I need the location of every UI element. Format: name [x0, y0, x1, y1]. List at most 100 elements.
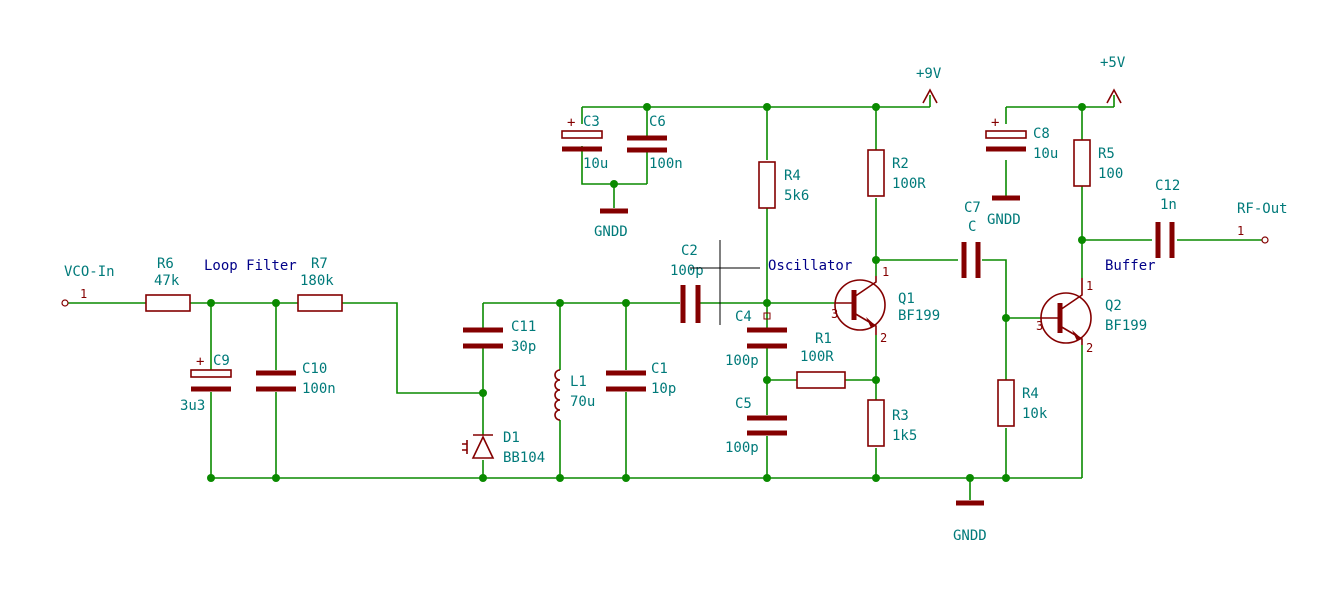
c4-value: 100p — [725, 353, 759, 369]
c2-value: 100p — [670, 263, 704, 279]
capacitor-c5: C5 100p — [725, 396, 787, 456]
c2-ref: C2 — [681, 243, 698, 259]
port-vco-in: 1 VCO-In — [61, 264, 115, 307]
r5-ref: R5 — [1098, 146, 1115, 162]
r1-value: 100R — [800, 349, 834, 365]
capacitor-c8: + C8 10u — [985, 115, 1058, 162]
r6-value: 47k — [154, 273, 180, 289]
capacitor-c3: + C3 10u — [561, 114, 608, 172]
c12-value: 1n — [1160, 197, 1177, 213]
c9-value: 3u3 — [180, 398, 205, 414]
svg-text:+: + — [196, 354, 204, 370]
svg-text:+: + — [991, 115, 999, 131]
q1-ref: Q1 — [898, 291, 915, 307]
c6-ref: C6 — [649, 114, 666, 130]
rf-out-label: RF-Out — [1237, 201, 1288, 217]
r3-value: 1k5 — [892, 428, 917, 444]
d1-ref: D1 — [503, 430, 520, 446]
wires — [68, 95, 1262, 500]
resistor-r4-10k: R4 10k — [997, 379, 1048, 427]
svg-text:1: 1 — [882, 265, 889, 279]
resistor-r4-5k6: R4 5k6 — [758, 161, 809, 209]
svg-text:+: + — [567, 115, 575, 131]
c5-ref: C5 — [735, 396, 752, 412]
resistor-r5: R5 100 — [1073, 139, 1123, 187]
c8-ref: C8 — [1033, 126, 1050, 142]
capacitor-c1: C1 10p — [606, 361, 676, 397]
svg-text:GNDD: GNDD — [953, 528, 987, 544]
r1-ref: R1 — [815, 331, 832, 347]
svg-text:GNDD: GNDD — [987, 212, 1021, 228]
svg-text:1: 1 — [1237, 224, 1244, 238]
transistor-q2: 1 2 3 Q2 BF199 — [1036, 278, 1147, 355]
c11-ref: C11 — [511, 319, 536, 335]
r4a-value: 5k6 — [784, 188, 809, 204]
ground-symbol-main: GNDD — [953, 500, 987, 544]
resistor-r3: R3 1k5 — [867, 399, 917, 447]
capacitor-c9: + C9 3u3 — [180, 353, 232, 414]
varactor-d1: D1 BB104 — [462, 430, 545, 466]
buffer-label: Buffer — [1105, 258, 1156, 274]
svg-text:1: 1 — [80, 287, 87, 301]
power-symbol-5v: +5V — [1100, 55, 1126, 104]
resistor-r7: R7 180k — [297, 256, 343, 312]
capacitor-c10: C10 100n — [256, 361, 336, 397]
resistor-r2: R2 100R — [867, 149, 926, 197]
capacitor-c4: C4 100p — [725, 309, 787, 369]
cursor-crosshair — [690, 240, 760, 325]
c7-value: C — [968, 219, 976, 235]
c7-ref: C7 — [964, 200, 981, 216]
resistor-r6: R6 47k — [145, 256, 191, 312]
svg-text:+5V: +5V — [1100, 55, 1126, 71]
r2-ref: R2 — [892, 156, 909, 172]
c10-ref: C10 — [302, 361, 327, 377]
q2-value: BF199 — [1105, 318, 1147, 334]
c12-ref: C12 — [1155, 178, 1180, 194]
c9-ref: C9 — [213, 353, 230, 369]
d1-value: BB104 — [503, 450, 545, 466]
power-symbol-9v: +9V — [916, 66, 942, 104]
r3-ref: R3 — [892, 408, 909, 424]
r4b-value: 10k — [1022, 406, 1048, 422]
c11-value: 30p — [511, 339, 536, 355]
svg-text:2: 2 — [880, 331, 887, 345]
capacitor-c6: C6 100n — [627, 114, 683, 172]
r4b-ref: R4 — [1022, 386, 1039, 402]
vco-in-label: VCO-In — [64, 264, 115, 280]
ground-symbol-c8: GNDD — [987, 195, 1021, 228]
r7-value: 180k — [300, 273, 334, 289]
c3-ref: C3 — [583, 114, 600, 130]
transistor-q1: 1 2 3 Q1 BF199 — [831, 265, 940, 345]
r5-value: 100 — [1098, 166, 1123, 182]
r7-ref: R7 — [311, 256, 328, 272]
r4a-ref: R4 — [784, 168, 801, 184]
svg-text:3: 3 — [1036, 319, 1043, 333]
l1-ref: L1 — [570, 374, 587, 390]
junctions — [207, 103, 1086, 482]
c4-ref: C4 — [735, 309, 752, 325]
svg-text:+9V: +9V — [916, 66, 942, 82]
c8-value: 10u — [1033, 146, 1058, 162]
capacitor-c12: C12 1n — [1155, 178, 1180, 258]
c6-value: 100n — [649, 156, 683, 172]
port-rf-out: 1 RF-Out — [1237, 201, 1288, 244]
svg-text:3: 3 — [831, 307, 838, 321]
c10-value: 100n — [302, 381, 336, 397]
r6-ref: R6 — [157, 256, 174, 272]
loop-filter-label: Loop Filter — [204, 258, 297, 274]
capacitor-c11: C11 30p — [463, 319, 536, 355]
capacitor-c2: C2 100p — [670, 243, 704, 323]
c5-value: 100p — [725, 440, 759, 456]
svg-text:1: 1 — [1086, 279, 1093, 293]
c1-value: 10p — [651, 381, 676, 397]
svg-text:2: 2 — [1086, 341, 1093, 355]
oscillator-label: Oscillator — [768, 258, 852, 274]
svg-text:GNDD: GNDD — [594, 224, 628, 240]
ground-symbol-c3c6: GNDD — [594, 208, 628, 240]
capacitor-c7: C7 C — [961, 200, 981, 278]
q2-ref: Q2 — [1105, 298, 1122, 314]
c1-ref: C1 — [651, 361, 668, 377]
r2-value: 100R — [892, 176, 926, 192]
c3-value: 10u — [583, 156, 608, 172]
